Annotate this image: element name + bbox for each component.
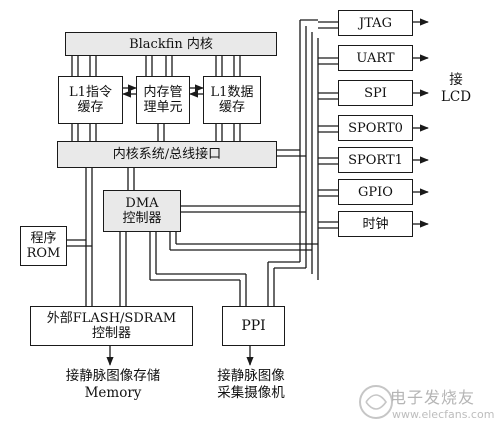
peripheral-jtag: JTAG <box>338 10 413 36</box>
peripheral-spi: SPI <box>338 80 413 106</box>
l1-instruction-cache-block: L1指令 缓存 <box>58 76 123 124</box>
peripheral-clock: 时钟 <box>338 211 413 237</box>
watermark-text: 电子发烧友 <box>390 388 476 407</box>
program-rom-block: 程序 ROM <box>20 226 67 266</box>
lcd-label: 接 LCD <box>440 72 472 105</box>
l1-data-cache-block: L1数据 缓存 <box>203 76 261 124</box>
ppi-block: PPI <box>222 306 285 346</box>
peripheral-sport1: SPORT1 <box>338 147 413 173</box>
external-memory-controller-block: 外部FLASH/SDRAM 控制器 <box>30 306 193 346</box>
peripheral-sport0: SPORT0 <box>338 115 413 141</box>
peripheral-gpio: GPIO <box>338 179 413 205</box>
watermark-url: www.elecfans.com <box>392 408 495 421</box>
camera-output-label: 接静脉图像 采集摄像机 <box>217 368 285 401</box>
watermark-logo-icon <box>359 385 393 419</box>
peripheral-uart: UART <box>338 45 413 71</box>
core-bus-interface-block: 内核系统/总线接口 <box>57 141 277 168</box>
memory-management-unit-block: 内存管 理单元 <box>136 76 190 124</box>
memory-output-label: 接静脉图像存储 Memory <box>65 368 161 401</box>
dma-controller-block: DMA 控制器 <box>103 190 181 232</box>
blackfin-core-block: Blackfin 内核 <box>65 32 277 56</box>
